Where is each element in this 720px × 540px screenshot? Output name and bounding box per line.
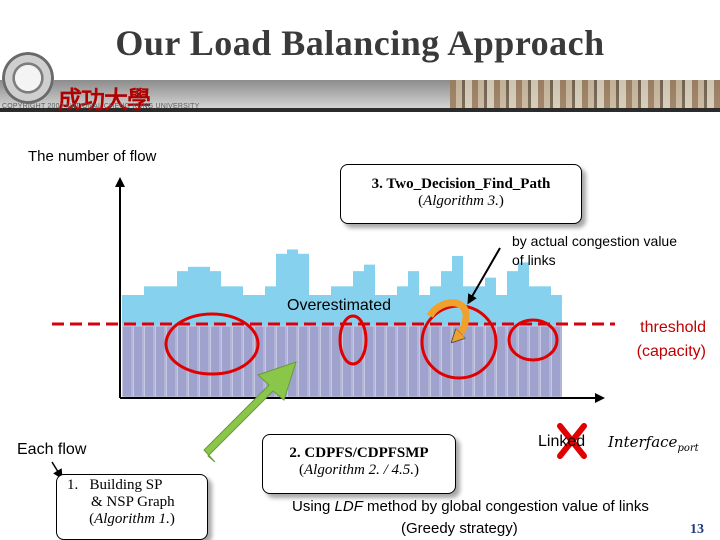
algorithm-1-title-line2: & NSP Graph — [91, 494, 175, 510]
red-x-icon — [557, 423, 587, 459]
algorithm-3-title: 3. Two_Decision_Find_Path — [371, 176, 551, 192]
ldf-note: Using LDF method by global congestion va… — [292, 498, 649, 515]
overestimated-label: Overestimated — [287, 297, 392, 314]
flow-bar — [122, 325, 133, 398]
excess-segment — [133, 295, 144, 326]
algorithm-2-ref: (Algorithm 2. / 4.5.) — [298, 462, 419, 478]
excess-segment — [331, 286, 342, 326]
excess-segment — [122, 295, 133, 326]
y-axis-label: The number of flow — [28, 148, 157, 165]
slide-title: Our Load Balancing Approach — [115, 23, 605, 63]
excess-segment — [507, 271, 518, 326]
university-logo-icon — [2, 52, 54, 104]
congestion-ellipse-1 — [164, 312, 260, 376]
excess-segment — [397, 286, 408, 326]
flow-bar — [199, 325, 210, 398]
threshold-label: threshold (capacity) — [636, 319, 706, 360]
flow-bar — [408, 325, 419, 398]
flow-bar — [155, 325, 166, 398]
flow-bar — [298, 325, 309, 398]
congestion-ellipse-2 — [338, 314, 368, 366]
flow-bar — [210, 325, 221, 398]
excess-segment — [540, 286, 551, 326]
copyright-text: COPYRIGHT 2007 NATIONAL CHENG KUNG UNIVE… — [2, 103, 200, 110]
header-divider — [0, 108, 720, 112]
interface-port-label: Interfaceport — [608, 433, 699, 454]
excess-segment — [342, 286, 353, 326]
campus-photo-strip — [450, 80, 720, 108]
excess-segment — [518, 262, 529, 326]
flow-bar — [232, 325, 243, 398]
excess-segment — [243, 295, 254, 326]
flow-bar — [221, 325, 232, 398]
excess-segment — [529, 286, 540, 326]
flow-bar — [188, 325, 199, 398]
university-name: 成功大學 — [58, 85, 151, 114]
algorithm-3-box: 3. Two_Decision_Find_Path (Algorithm 3.) — [340, 164, 582, 224]
excess-segment — [210, 271, 221, 326]
excess-segment — [166, 286, 177, 326]
excess-segment — [155, 286, 166, 326]
linked-label: Linked — [538, 433, 586, 450]
flow-bar — [430, 325, 441, 398]
excess-segment — [419, 295, 430, 326]
excess-segment — [485, 277, 496, 326]
excess-segment — [375, 295, 386, 326]
x-axis-label: Each flow — [17, 441, 87, 458]
excess-segment — [364, 264, 375, 326]
congestion-ellipse-4 — [507, 318, 559, 362]
page-number: 13 — [690, 522, 704, 537]
excess-segment — [199, 266, 210, 326]
reroute-curved-arrow-icon — [426, 299, 470, 338]
flow-bar — [397, 325, 408, 398]
congestion-note: by actual congestion value of links — [512, 233, 677, 268]
greedy-note: (Greedy strategy) — [401, 520, 518, 537]
flow-bar — [320, 325, 331, 398]
excess-segment — [287, 249, 298, 326]
pointer-arrow-congestion — [467, 247, 501, 305]
excess-segment — [309, 295, 320, 326]
excess-segment — [232, 286, 243, 326]
green-up-arrow-icon — [203, 361, 297, 463]
flow-bar — [529, 325, 540, 398]
excess-segment — [254, 295, 265, 326]
excess-segment — [177, 271, 188, 326]
excess-segment — [496, 295, 507, 326]
excess-segment — [221, 286, 232, 326]
flow-bar — [540, 325, 551, 398]
algorithm-1-ref: (Algorithm 1.) — [89, 511, 175, 527]
flow-bar — [133, 325, 144, 398]
excess-segment — [188, 266, 199, 326]
flow-bar — [518, 325, 529, 398]
excess-segment — [144, 286, 155, 326]
flow-bar — [441, 325, 452, 398]
pointer-arrow-each-flow — [51, 461, 63, 480]
excess-segment — [298, 253, 309, 326]
flow-bar — [309, 325, 320, 398]
algorithm-1-title: 1. Building SP — [67, 477, 163, 493]
excess-segment — [452, 255, 463, 326]
flow-bar — [474, 325, 485, 398]
excess-segment — [551, 295, 562, 326]
excess-segment — [441, 271, 452, 326]
flow-bar — [177, 325, 188, 398]
excess-segment — [474, 286, 485, 326]
flow-bar — [144, 325, 155, 398]
excess-segment — [408, 271, 419, 326]
excess-segment — [320, 295, 331, 326]
flow-bar — [375, 325, 386, 398]
excess-segment — [386, 295, 397, 326]
flow-bar — [496, 325, 507, 398]
excess-segment — [276, 253, 287, 326]
algorithm-3-ref: (Algorithm 3.) — [418, 193, 504, 209]
algorithm-2-title: 2. CDPFS/CDPFSMP — [289, 445, 429, 461]
algorithm-1-box: 1. Building SP & NSP Graph (Algorithm 1.… — [56, 474, 208, 540]
algorithm-2-box: 2. CDPFS/CDPFSMP (Algorithm 2. / 4.5.) — [262, 434, 456, 494]
flow-bar — [287, 325, 298, 398]
excess-segment — [353, 271, 364, 326]
excess-segment — [265, 286, 276, 326]
flow-bar — [463, 325, 474, 398]
flow-bar — [386, 325, 397, 398]
